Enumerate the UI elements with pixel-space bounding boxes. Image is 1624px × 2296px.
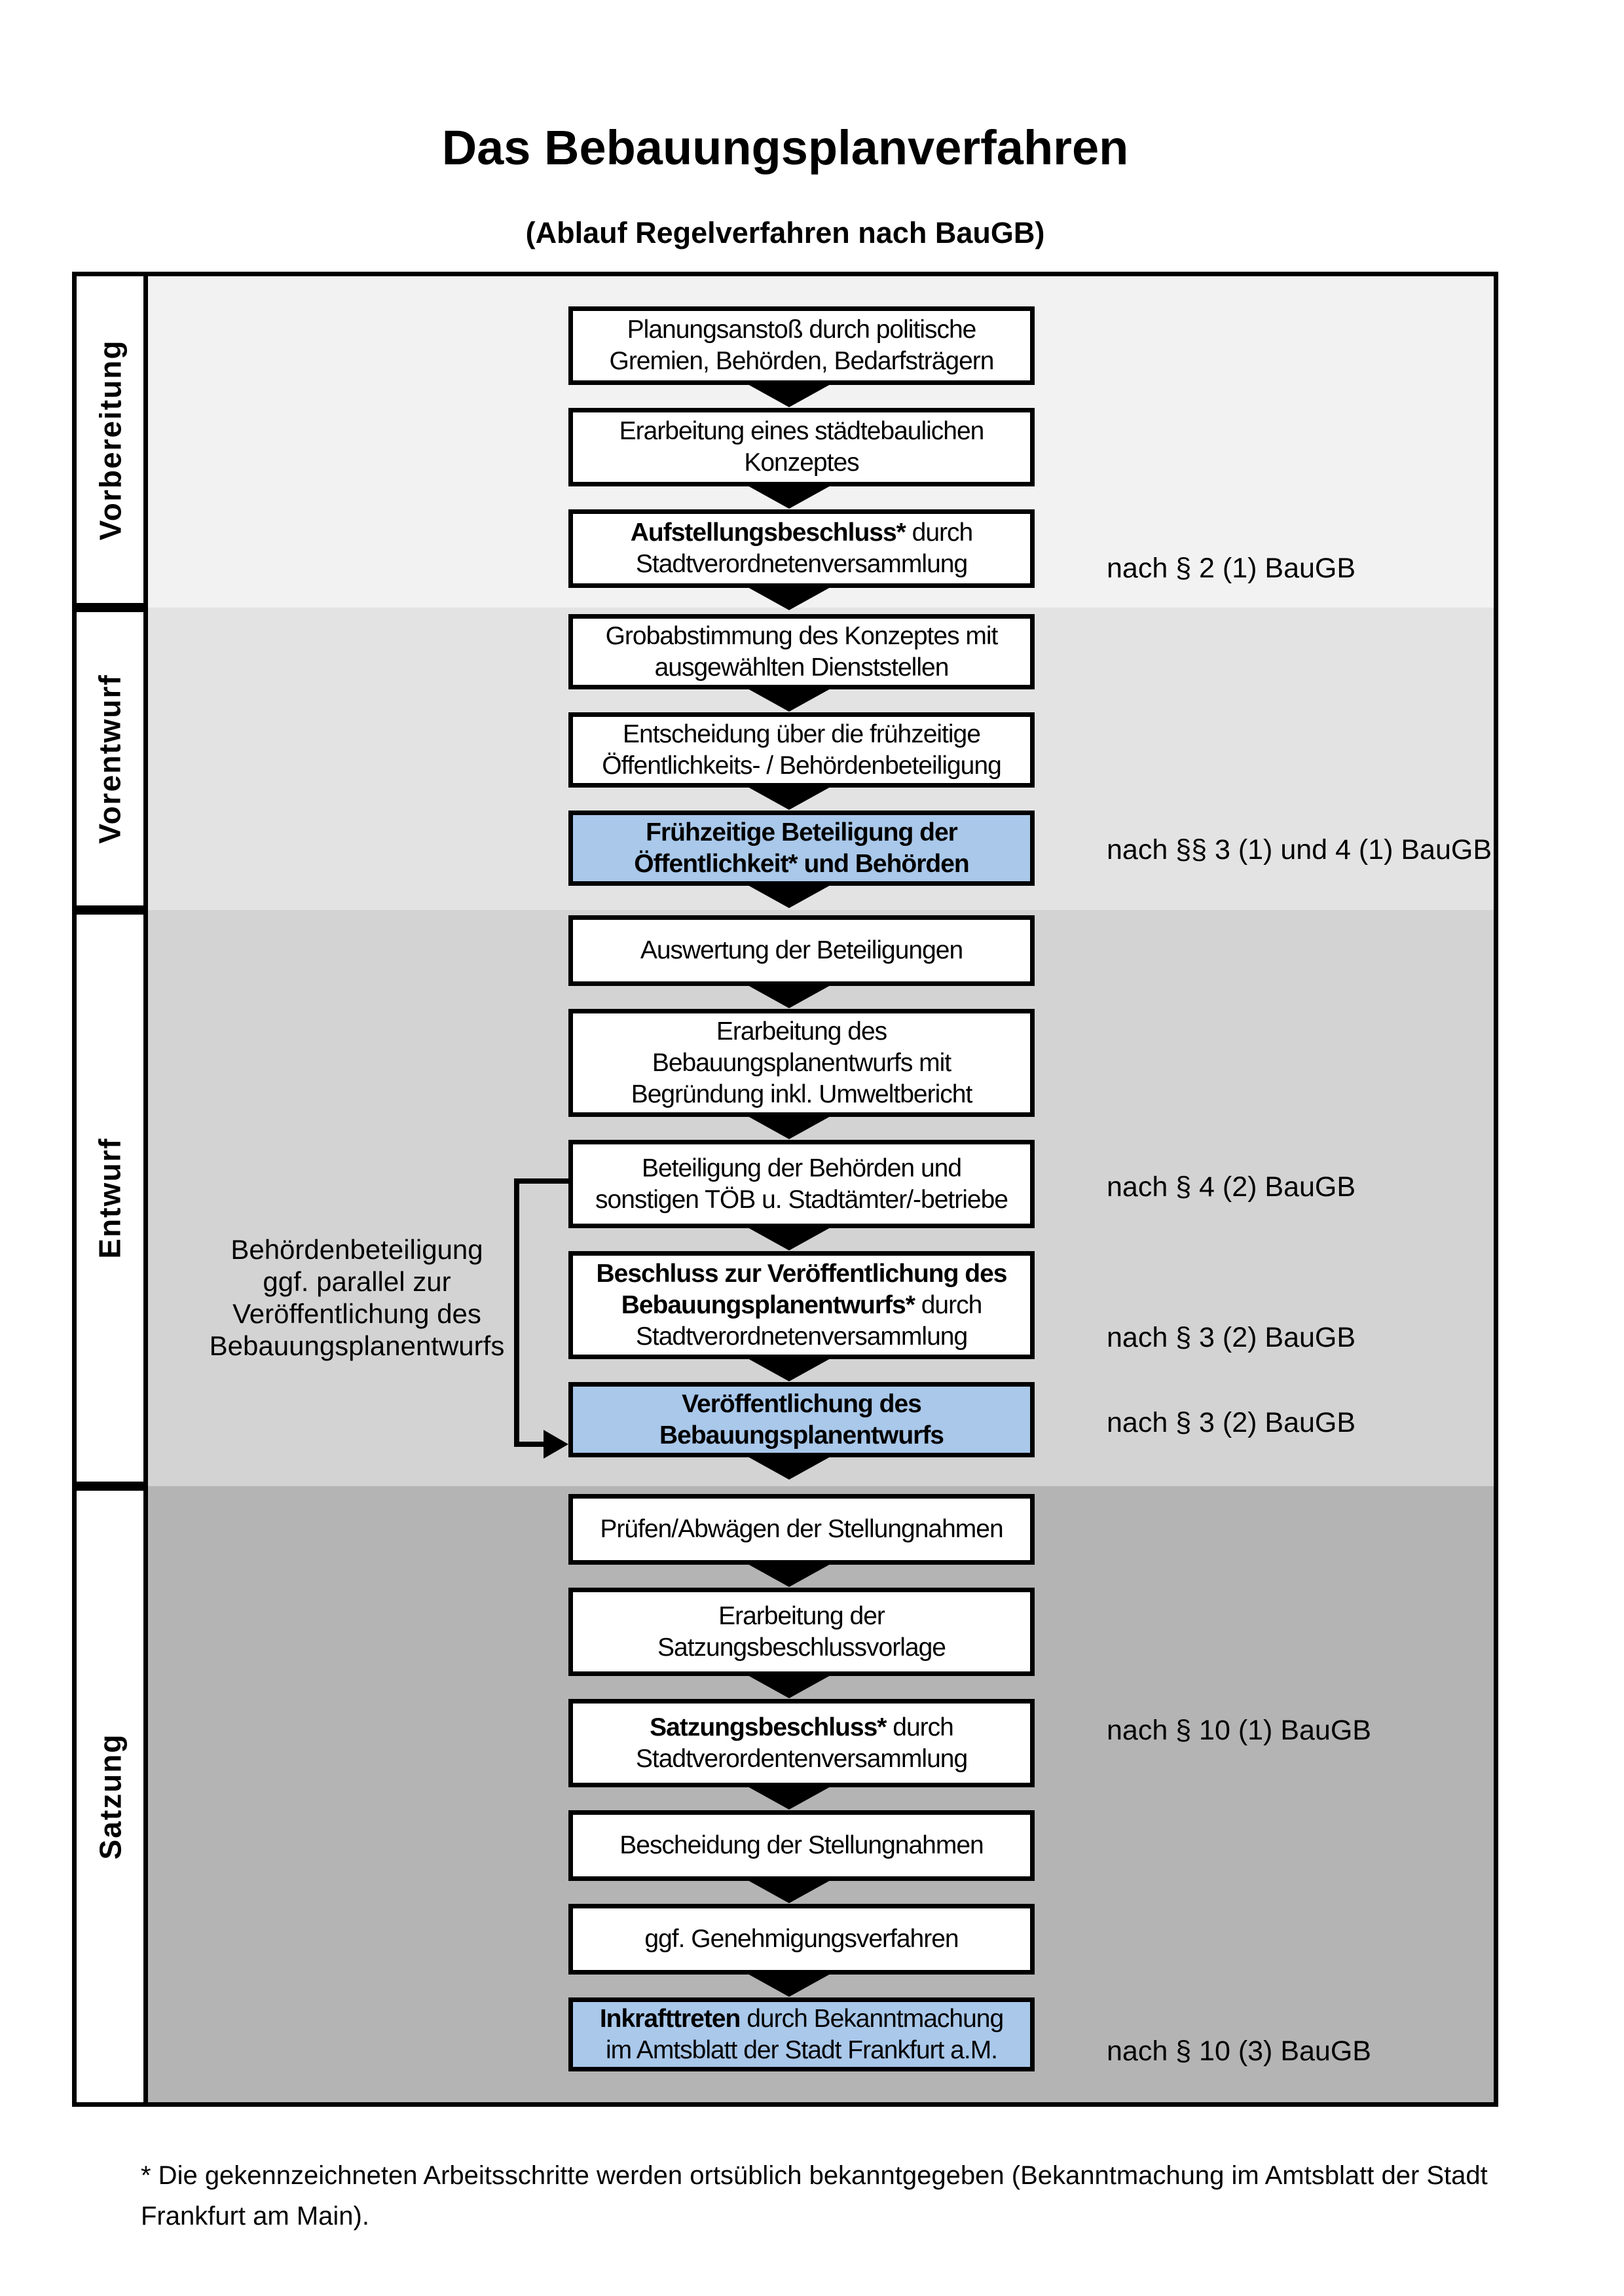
arrow-down-icon [747, 485, 832, 509]
flow-box-line: Gremien, Behörden, Bedarfsträgern [609, 347, 994, 375]
flow-box-line: Bebauungsplanentwurfs mit [652, 1048, 951, 1077]
arrow-down-icon [747, 1786, 832, 1810]
flow-box-line: Inkrafttreten durch Bekanntmachung [599, 2004, 1004, 2033]
arrow-down-icon [747, 587, 832, 610]
flow-box-line: Öffentlichkeits- / Behördenbeteiligung [602, 751, 1002, 780]
flow-box-line: ausgewählten Dienststellen [654, 653, 950, 682]
arrow-down-icon [747, 1227, 832, 1250]
flow-box-line: Konzeptes [744, 448, 859, 477]
arrow-down-icon [747, 1456, 832, 1480]
flow-box-line: Auswertung der Beteiligungen [640, 936, 963, 964]
arrow-down-icon [747, 1563, 832, 1587]
footnote-line: Frankfurt am Main). [141, 2202, 369, 2231]
arrow-down-icon [747, 1880, 832, 1903]
flow-box-line: Stadtverordentenversammlung [635, 1744, 968, 1773]
side-note-line: ggf. parallel zur [263, 1266, 451, 1297]
arrow-down-icon [747, 384, 832, 407]
phase-label-vorentwurf: Vorentwurf [72, 608, 148, 910]
connector-arrow-right-icon [544, 1430, 568, 1459]
phase-label-text: Vorbereitung [93, 339, 128, 540]
arrow-down-icon [747, 985, 832, 1008]
flow-box-line: Begründung inkl. Umweltbericht [631, 1080, 973, 1108]
flow-box-line: Grobabstimmung des Konzeptes mit [605, 621, 999, 650]
legal-ref-7: nach § 10 (3) BauGB [1107, 2035, 1371, 2067]
side-note-line: Bebauungsplanentwurfs [209, 1330, 505, 1361]
side-note-line: Veröffentlichung des [232, 1298, 481, 1329]
flow-box-12: Prüfen/Abwägen der Stellungnahmen [568, 1494, 1035, 1565]
flow-box-4: Grobabstimmung des Konzeptes mit ausgewäh… [568, 614, 1035, 689]
legal-ref-3: nach § 4 (2) BauGB [1107, 1171, 1356, 1203]
flow-box-line: Beschluss zur Veröffentlichung des [596, 1259, 1008, 1288]
flow-box-line: Beteiligung der Behörden und [641, 1154, 962, 1182]
arrow-down-icon [747, 786, 832, 810]
flow-box-line: Bebauungsplanentwurfs [659, 1421, 944, 1449]
flow-box-15: Bescheidung der Stellungnahmen [568, 1810, 1035, 1881]
flow-box-line: Erarbeitung eines städtebaulichen [619, 417, 985, 445]
arrow-down-icon [747, 1116, 832, 1139]
flow-box-line: sonstigen TÖB u. Stadtämter/-betriebe [595, 1185, 1008, 1214]
page-subtitle: (Ablauf Regelverfahren nach BauGB) [525, 216, 1045, 249]
phase-label-satzung: Satzung [72, 1486, 148, 2107]
footnote: * Die gekennzeichneten Arbeitsschritte w… [141, 2155, 1562, 2236]
flow-box-line: Öffentlichkeit* und Behörden [634, 849, 970, 878]
connector-line [514, 1178, 519, 1447]
flow-box-line: Bescheidung der Stellungnahmen [619, 1831, 984, 1859]
phase-label-entwurf: Entwurf [72, 910, 148, 1486]
flow-box-line: ggf. Genehmigungsverfahren [644, 1925, 959, 1953]
legal-ref-1: nach § 2 (1) BauGB [1107, 553, 1356, 584]
page-title: Das Bebauungsplanverfahren [441, 120, 1129, 175]
flow-box-line: Satzungsbeschlussvorlage [657, 1633, 946, 1662]
flow-box-line: Bebauungsplanentwurfs* durch [621, 1290, 983, 1319]
arrow-down-icon [747, 884, 832, 908]
flow-box-line: Frühzeitige Beteiligung der [646, 818, 958, 847]
phase-label-text: Vorentwurf [93, 674, 127, 844]
flow-box-line: Stadtverordnetenversammlung [635, 550, 968, 578]
arrow-down-icon [747, 1973, 832, 1997]
arrow-down-icon [747, 688, 832, 712]
phase-label-text: Satzung [93, 1733, 128, 1860]
legal-ref-2: nach §§ 3 (1) und 4 (1) BauGB [1107, 834, 1492, 866]
connector-line [514, 1442, 547, 1447]
flow-box-7: Auswertung der Beteiligungen [568, 915, 1035, 986]
flow-box-line: Stadtverordnetenversammlung [635, 1322, 968, 1351]
flow-box-line: im Amtsblatt der Stadt Frankfurt a.M. [605, 2035, 998, 2064]
arrow-down-icon [747, 1358, 832, 1381]
flow-box-line: Veröffentlichung des [682, 1389, 922, 1418]
side-note: Behördenbeteiligung ggf. parallel zur Ve… [196, 1233, 517, 1362]
phase-label-vorbereitung: Vorbereitung [72, 272, 148, 608]
footnote-line: * Die gekennzeichneten Arbeitsschritte w… [141, 2161, 1488, 2190]
flow-box-line: Erarbeitung des [716, 1017, 887, 1046]
flow-box-line: Erarbeitung der [718, 1601, 885, 1630]
flow-box-line: Aufstellungsbeschluss* durch [630, 519, 974, 547]
flow-box-line: Planungsanstoß durch politische [627, 316, 977, 344]
flow-box-line: Entscheidung über die frühzeitige [623, 720, 981, 748]
flow-box-16: ggf. Genehmigungsverfahren [568, 1904, 1035, 1975]
legal-ref-4: nach § 3 (2) BauGB [1107, 1322, 1356, 1353]
side-note-line: Behördenbeteiligung [231, 1234, 483, 1265]
arrow-down-icon [747, 1675, 832, 1698]
phase-label-text: Entwurf [93, 1137, 128, 1259]
legal-ref-5: nach § 3 (2) BauGB [1107, 1407, 1356, 1438]
connector-line [514, 1178, 568, 1184]
flow-box-line: Satzungsbeschluss* durch [650, 1713, 954, 1741]
legal-ref-6: nach § 10 (1) BauGB [1107, 1715, 1371, 1746]
flow-box-9: Beteiligung der Behörden und sonstigen TÖ… [568, 1140, 1035, 1228]
flow-box-line: Prüfen/Abwägen der Stellungnahmen [600, 1515, 1003, 1543]
